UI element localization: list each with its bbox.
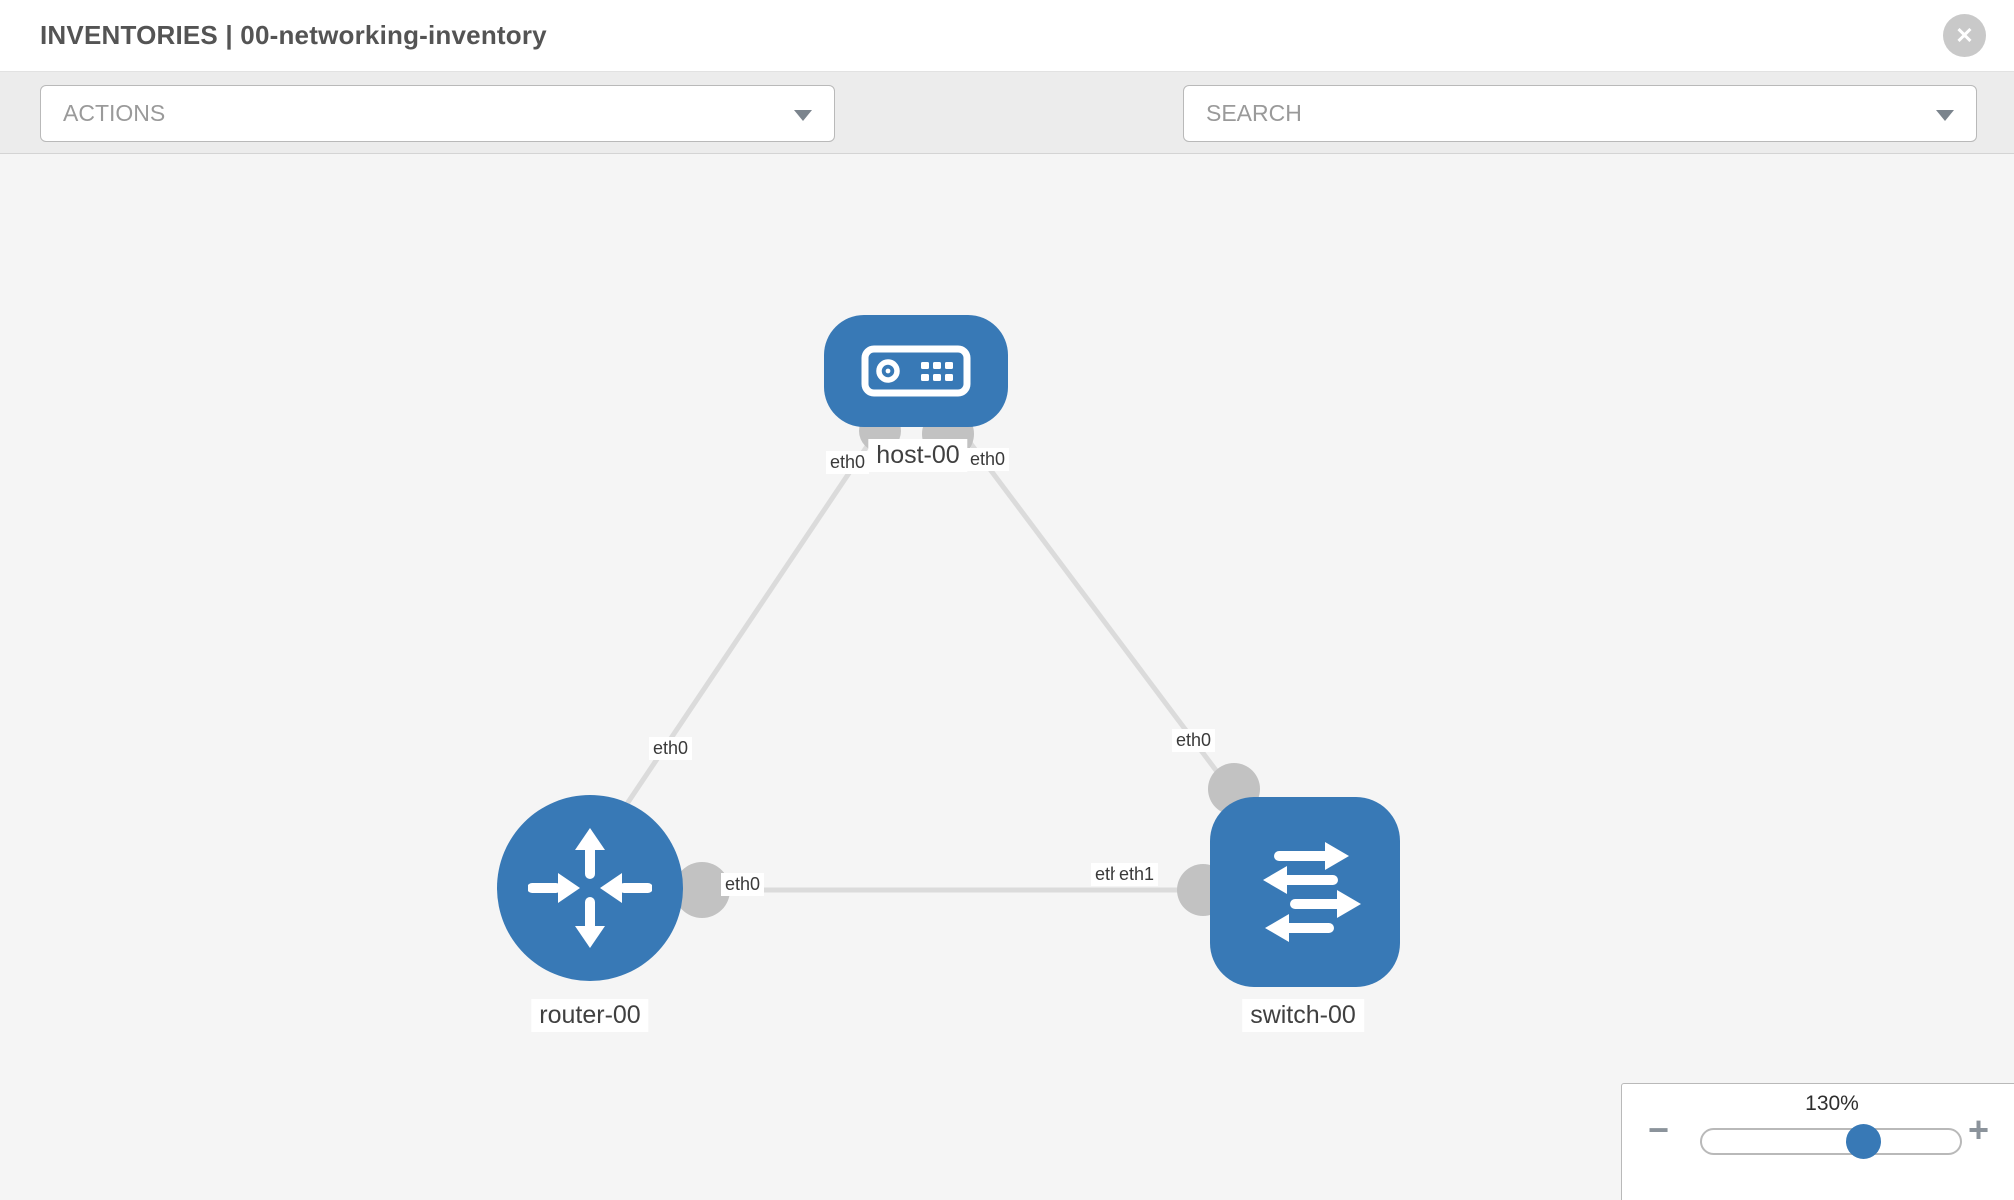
node-router-00[interactable]: [497, 795, 683, 981]
zoom-slider-track[interactable]: [1700, 1128, 1962, 1155]
node-label-switch: switch-00: [1242, 999, 1364, 1032]
toolbar: ACTIONS SEARCH: [0, 72, 2014, 208]
zoom-out-button[interactable]: −: [1648, 1109, 1670, 1150]
close-button[interactable]: ✕: [1943, 14, 1986, 57]
zoom-in-button[interactable]: +: [1968, 1109, 1990, 1150]
node-label-host: host-00: [868, 439, 968, 472]
interface-label: eth0: [966, 448, 1010, 471]
host-icon: [861, 345, 971, 397]
router-icon: [528, 828, 652, 948]
link-host-router: [597, 410, 893, 846]
interface-label: eth1: [1115, 863, 1159, 886]
node-switch-00[interactable]: [1210, 797, 1400, 987]
interface-label: eth0: [826, 451, 870, 474]
actions-dropdown[interactable]: ACTIONS: [40, 85, 835, 142]
zoom-slider-handle[interactable]: [1846, 1124, 1881, 1159]
close-icon: ✕: [1955, 23, 1974, 48]
interface-dot-router-eth0[interactable]: [674, 862, 730, 918]
search-dropdown[interactable]: SEARCH: [1183, 85, 1977, 142]
interface-label: eth0: [721, 873, 765, 896]
switch-icon: [1263, 842, 1361, 942]
page-title: INVENTORIES | 00-networking-inventory: [40, 20, 547, 50]
zoom-level-value: 130%: [1805, 1092, 1859, 1115]
topology-canvas[interactable]: host-00 router-00 switch-00 eth0 eth0 et…: [0, 154, 2014, 1200]
header-bar: INVENTORIES | 00-networking-inventory ✕: [0, 0, 2014, 72]
node-label-router: router-00: [531, 999, 649, 1032]
chevron-down-icon: [794, 110, 812, 121]
interface-label: eth0: [649, 737, 693, 760]
zoom-control-panel: 130% − +: [1621, 1083, 2014, 1200]
node-host-00[interactable]: [824, 315, 1008, 427]
search-dropdown-label: SEARCH: [1206, 100, 1302, 126]
interface-label: eth0: [1172, 729, 1216, 752]
chevron-down-icon: [1936, 110, 1954, 121]
actions-dropdown-label: ACTIONS: [63, 100, 166, 126]
